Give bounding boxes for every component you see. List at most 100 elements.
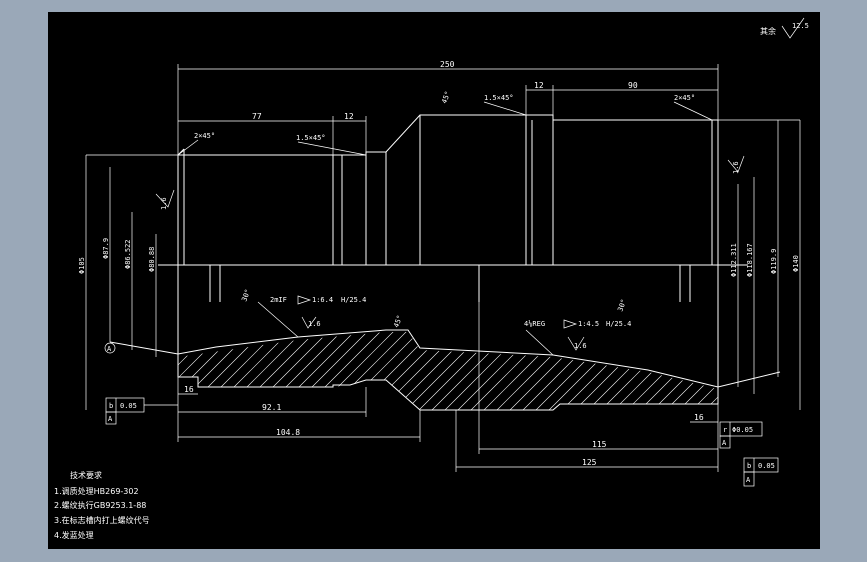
svg-text:A: A [746,476,751,484]
svg-text:H/25.4: H/25.4 [606,320,631,328]
hatch-line [484,332,586,410]
hatching [178,322,820,422]
dim-16-left: 16 [184,385,194,394]
tech-notes-title: 技术要求 [70,470,102,480]
tolerance-frame-right1: r Φ0.05 A [719,421,763,449]
svg-text:H/25.4: H/25.4 [341,296,366,304]
svg-text:1.6: 1.6 [160,197,168,210]
hatch-line [732,322,820,422]
hatch-line [523,332,625,410]
dimension-lines [85,64,801,472]
svg-text:A: A [722,439,727,447]
tolerance-frame-left: b 0.05 A [105,397,178,425]
technical-drawing: 250 77 12 12 90 16 16 92.1 104.8 115 125… [54,17,820,540]
surface-finish-left: 1.6 [155,189,175,210]
hatch-line [380,332,482,410]
datum-a-marker: A [104,342,116,354]
part-outline [109,114,781,411]
hatch-line [198,332,300,410]
dim-104-8: 104.8 [276,428,300,437]
thread-right: 4⅛REG 1:4.5 H/25.4 [524,319,631,329]
angle-45-top: 45° [440,90,452,105]
hatch-line [627,332,718,410]
svg-text:A: A [107,345,112,353]
svg-text:12.5: 12.5 [792,22,809,30]
hatch-line [562,332,664,410]
hatch-line [588,332,690,410]
svg-text:b: b [109,402,113,410]
hatch-line [797,322,820,422]
hatch-line [705,332,718,410]
lower-profile [177,265,719,411]
tech-note-item: 2.螺纹执行GB9253.1-88 [54,500,146,510]
tolerance-frame-right2: b 0.05 A [743,457,779,487]
hatch-line [719,322,819,422]
dim-dia86-522: Φ86.522 [124,239,132,269]
dim-overall-length: 250 [440,60,455,69]
hatch-line [276,332,378,410]
dim-92-1: 92.1 [262,403,281,412]
dim-dia140: Φ140 [792,255,800,272]
hatch-line [758,322,820,422]
hatch-line [289,332,391,410]
hatch-line [549,332,651,410]
upper-profile [177,114,719,265]
svg-text:r: r [723,426,727,434]
hatch-line [679,332,718,410]
hatch-line [178,332,248,410]
angle-30-right: 30° [616,298,628,313]
dim-dia112-311: Φ112.311 [730,243,738,277]
svg-text:1.6: 1.6 [574,342,587,350]
roughness-mark: 其余 12.5 [760,17,809,39]
hatch-line [341,332,443,410]
dim-dia80-88: Φ80.88 [148,247,156,272]
dim-77: 77 [252,112,262,121]
dim-12-right: 12 [534,81,544,90]
dim-115: 115 [592,440,607,449]
svg-text:2mIF: 2mIF [270,296,287,304]
surface-finish-right: 1.6 [727,155,745,174]
dim-dia105: Φ105 [78,257,86,274]
hatch-line [458,332,560,410]
hatch-line [745,322,820,422]
svg-text:0.05: 0.05 [758,462,775,470]
svg-text:b: b [747,462,751,470]
hatch-line [432,332,534,410]
hatch-line [178,332,261,410]
dim-dia119-9: Φ119.9 [770,249,778,274]
hatch-line [178,332,274,410]
hatch-line [406,332,508,410]
dim-16-right: 16 [694,413,704,422]
bore-line [109,329,781,388]
dim-90: 90 [628,81,638,90]
hatch-line [328,332,430,410]
chamfer-1-5x45-left: 1.5×45° [296,134,326,142]
hatch-line [784,322,820,422]
surface-finish-mid-right: 1.6 [567,336,587,351]
hatch-line [653,332,718,410]
svg-text:4⅛REG: 4⅛REG [524,319,545,328]
drawing-frame: 250 77 12 12 90 16 16 92.1 104.8 115 125… [48,12,820,549]
svg-text:其余: 其余 [760,26,776,36]
hatch-line [666,332,718,410]
hatch-line [536,332,638,410]
hatch-line [445,332,547,410]
hatch-line [354,332,456,410]
svg-text:1.6: 1.6 [308,320,321,328]
chamfer-2x45-left: 2×45° [194,132,215,140]
svg-text:0.05: 0.05 [120,402,137,410]
dim-dia87-9: Φ87.9 [102,238,110,259]
dim-12-left: 12 [344,112,354,121]
tech-note-item: 1.调质处理HB269-302 [54,486,139,496]
svg-text:A: A [108,415,113,423]
angle-45-mid: 45° [392,314,404,329]
angle-30-left: 30° [240,288,252,303]
svg-text:Φ0.05: Φ0.05 [732,426,753,434]
hatch-line [178,332,235,410]
tech-notes: 技术要求 1.调质处理HB269-302 2.螺纹执行GB9253.1-88 3… [54,470,150,540]
hatch-line [302,332,404,410]
thread-left: 2mIF 1:6.4 H/25.4 [270,295,366,305]
svg-text:1:4.5: 1:4.5 [578,320,599,328]
chamfer-1-5x45-right: 1.5×45° [484,94,514,102]
hatch-line [237,332,339,410]
